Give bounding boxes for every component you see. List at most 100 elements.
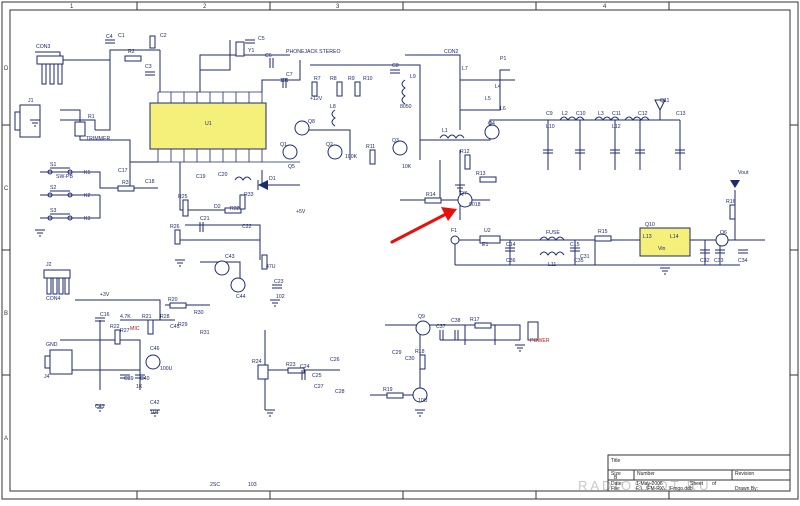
column-marker-2: 2 xyxy=(203,4,207,10)
component-label: R22 xyxy=(110,324,120,330)
component-label: L13 xyxy=(643,234,652,240)
component-label: C4 xyxy=(106,34,113,40)
component-label: MIC xyxy=(130,326,140,332)
component-label: L2 xyxy=(562,111,568,117)
component-label: C38 xyxy=(451,318,461,324)
component-label: Q4 xyxy=(488,121,495,127)
component-label: Q3 xyxy=(392,138,399,144)
component-label: L8 xyxy=(330,104,336,110)
component-label: C24 xyxy=(300,364,310,370)
component-label: C41 xyxy=(95,404,105,410)
component-label: C8 xyxy=(392,63,399,69)
component-label: C40 xyxy=(140,376,150,382)
component-label: R12 xyxy=(460,149,470,155)
component-label: L7 xyxy=(462,66,468,72)
number-label: Number xyxy=(637,471,655,477)
row-marker-d: D xyxy=(4,66,9,72)
component-label: C20 xyxy=(218,172,228,178)
component-label: 2SC xyxy=(210,482,220,488)
component-label: R26 xyxy=(170,224,180,230)
component-label: E1 xyxy=(482,242,488,248)
component-label: 47U xyxy=(266,264,276,270)
component-label: C22 xyxy=(242,224,252,230)
sheet-label: Sheet xyxy=(690,481,704,487)
component-label: R23 xyxy=(286,362,296,368)
component-label: C26 xyxy=(330,357,340,363)
component-label: D1 xyxy=(269,176,276,182)
component-label: J2 xyxy=(46,262,52,268)
component-label: D2 xyxy=(214,204,221,210)
row-marker-c: C xyxy=(4,186,9,192)
component-label: CON3 xyxy=(36,44,51,50)
component-label: PHONEJACK STEREO xyxy=(286,49,340,55)
title-label: Title xyxy=(611,458,620,464)
component-label: C13 xyxy=(676,111,686,117)
title-block: Title Size B Number Revision Date: 1-May… xyxy=(607,454,791,492)
component-label: +5V xyxy=(296,209,306,215)
component-label: R11 xyxy=(366,144,375,150)
date-label: Date: xyxy=(611,481,623,487)
component-label: F1 xyxy=(451,228,457,234)
component-label: R19 xyxy=(383,387,393,393)
component-label: R14 xyxy=(426,192,436,198)
component-label: L3 xyxy=(598,111,604,117)
pointer-arrow xyxy=(390,207,457,244)
component-label: R33 xyxy=(244,192,254,198)
file-value: F:\...\FM-RX\...\Fmgo.ddb xyxy=(636,486,693,492)
component-label: C17 xyxy=(118,168,128,174)
component-label: C9 xyxy=(546,111,553,117)
component-label: Q9 xyxy=(418,314,425,320)
component-label: 104 xyxy=(150,410,159,416)
component-label: TRIMMER xyxy=(86,136,110,142)
component-label: S2 xyxy=(50,185,56,191)
component-label: C37 xyxy=(436,324,446,330)
component-label: J4 xyxy=(44,374,50,380)
component-label: C43 xyxy=(225,254,235,260)
component-label: R13 xyxy=(476,171,486,177)
component-label: FUSE xyxy=(546,230,560,236)
component-label: C44 xyxy=(236,294,246,300)
component-label: 8050 xyxy=(400,104,412,110)
drawn-by-label: Drawn By: xyxy=(735,486,758,492)
row-marker-a: A xyxy=(4,436,8,442)
revision-label: Revision xyxy=(735,471,754,477)
component-label: R7 xyxy=(314,76,321,82)
component-label: Vout xyxy=(738,170,749,176)
component-label: 10U xyxy=(418,398,428,404)
component-label: C25 xyxy=(312,373,322,379)
component-label: R20 xyxy=(168,297,178,303)
component-label: L4 xyxy=(495,84,501,90)
component-label: Vin xyxy=(658,246,666,252)
component-label: L6 xyxy=(500,106,506,112)
component-label: C28 xyxy=(335,389,345,395)
size-label: Size xyxy=(611,471,621,477)
component-label: C1 xyxy=(118,33,125,39)
ic-u1 xyxy=(149,91,300,163)
component-label: C12 xyxy=(638,111,648,117)
component-label: SW-PB xyxy=(56,174,73,180)
component-label: L11 xyxy=(548,262,556,268)
component-label: C21 xyxy=(200,216,210,222)
wiring-power-supply xyxy=(454,190,765,266)
component-label: C27 xyxy=(314,384,324,390)
component-label: C42 xyxy=(150,400,160,406)
date-value: 1-May-2006 xyxy=(636,481,663,487)
component-label: Q6 xyxy=(720,230,727,236)
component-label: S3 xyxy=(50,208,56,214)
component-label: R25 xyxy=(178,194,188,200)
component-label: U2 xyxy=(484,228,491,234)
component-label: GND xyxy=(46,342,58,348)
wiring-top-left xyxy=(35,40,351,280)
component-label: L9 xyxy=(410,74,416,80)
component-label: K2 xyxy=(84,193,90,199)
column-marker-1: 1 xyxy=(70,4,74,10)
component-label: K1 xyxy=(84,170,90,176)
component-label: 103 xyxy=(248,482,257,488)
component-label: 10K xyxy=(402,164,412,170)
component-label: C35 xyxy=(574,258,584,264)
component-label: C19 xyxy=(196,174,206,180)
component-label: L12 xyxy=(612,124,621,130)
component-label: C36 xyxy=(506,258,516,264)
component-label: R28 xyxy=(160,314,170,320)
